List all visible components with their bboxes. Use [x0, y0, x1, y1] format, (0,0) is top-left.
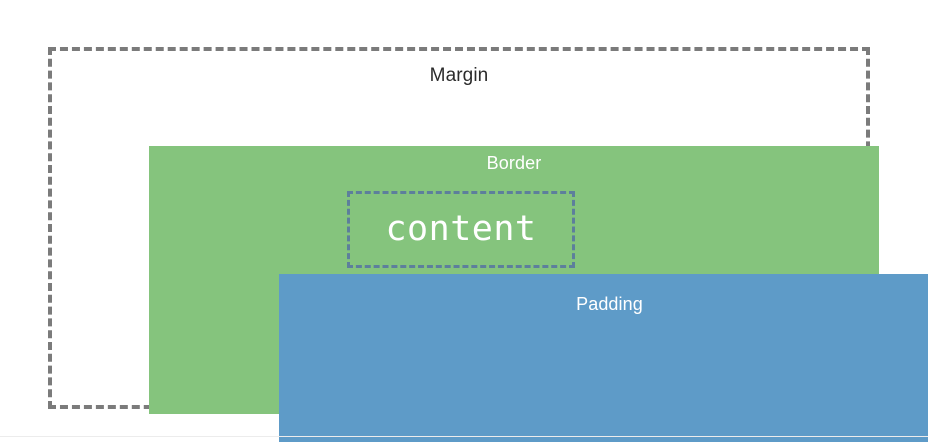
margin-label: Margin — [429, 65, 489, 86]
border-box: Border Padding — [149, 146, 928, 442]
content-box: content — [347, 191, 575, 268]
padding-label: Padding — [576, 294, 643, 314]
padding-box: Padding — [279, 274, 928, 442]
border-label: Border — [486, 153, 542, 173]
bottom-divider — [0, 436, 928, 437]
margin-box: Margin Border Padding — [48, 47, 928, 442]
content-label: content — [385, 209, 537, 249]
